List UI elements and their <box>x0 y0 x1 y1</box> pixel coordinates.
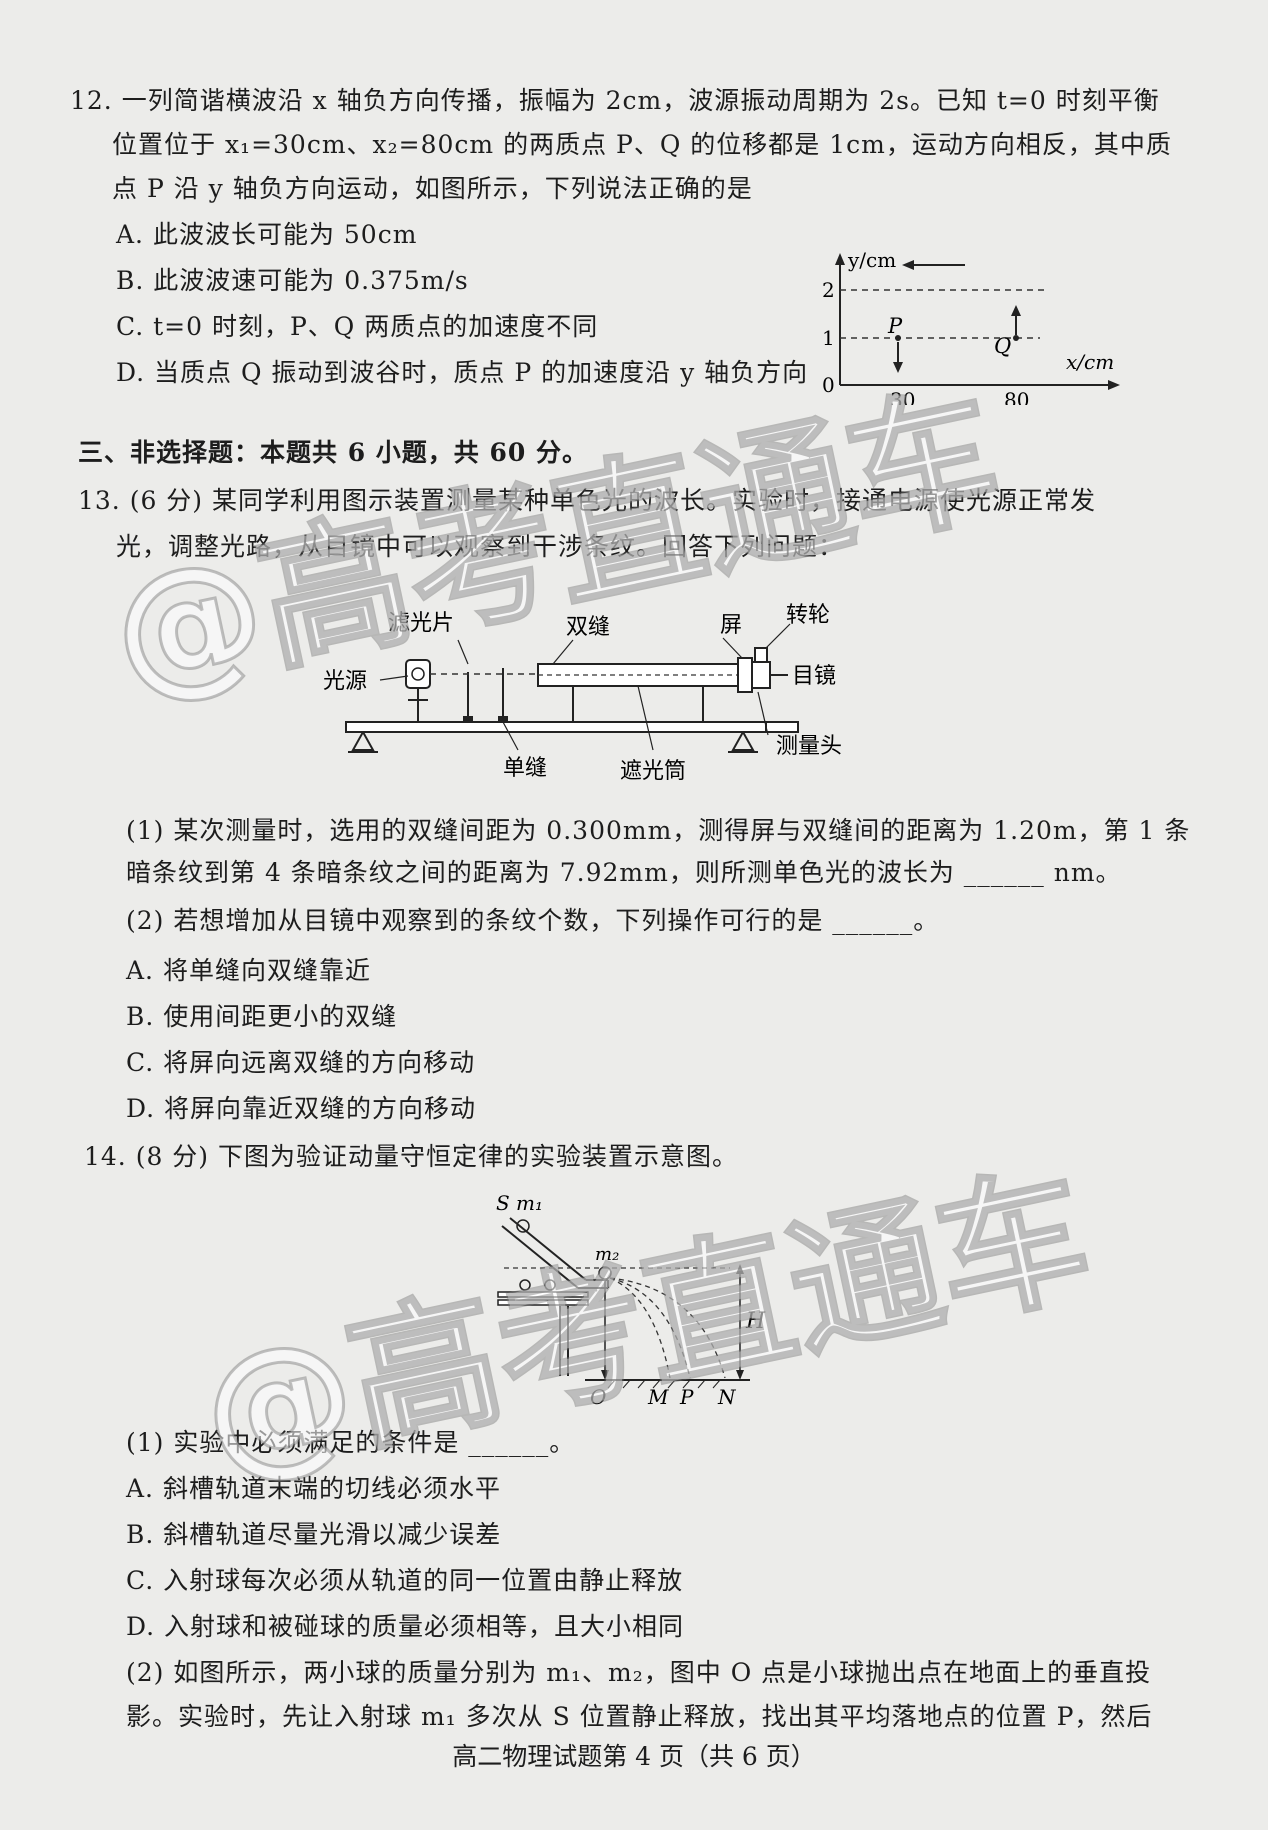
q14-option-a: A. 斜槽轨道末端的切线必须水平 <box>126 1474 501 1503</box>
q12-stem-line3: 点 P 沿 y 轴负方向运动，如图所示，下列说法正确的是 <box>112 174 753 203</box>
q12-tick-2: 2 <box>822 278 835 302</box>
q12-option-c: C. t=0 时刻，P、Q 两质点的加速度不同 <box>116 312 599 341</box>
q14-option-c: C. 入射球每次必须从轨道的同一位置由静止释放 <box>126 1566 684 1595</box>
q14-label-n: N <box>717 1385 737 1408</box>
q14-option-d: D. 入射球和被碰球的质量必须相等，且大小相同 <box>126 1612 685 1641</box>
q14-label-h: H <box>745 1309 766 1334</box>
q13-stem-line2: 光，调整光路，从目镜中可以观察到干涉条纹。回答下列问题： <box>116 532 845 561</box>
q12-label-p: P <box>887 314 903 338</box>
q14-label-s: S <box>496 1191 510 1215</box>
section-3-heading: 三、非选择题：本题共 6 小题，共 60 分。 <box>78 438 589 467</box>
q12-wave-figure: y/cm x/cm 2 1 0 30 80 P Q <box>822 248 1120 405</box>
q14-part2-line1: (2) 如图所示，两小球的质量分别为 m₁、m₂，图中 O 点是小球抛出点在地面… <box>126 1658 1152 1687</box>
q13-part1-line2: 暗条纹到第 4 条暗条纹之间的距离为 7.92mm，则所测单色光的波长为 ___… <box>126 858 1122 887</box>
q14-label-m1: m₁ <box>516 1191 543 1215</box>
q14-label-p: P <box>679 1385 694 1408</box>
q12-tick-30: 30 <box>890 388 915 405</box>
q14-label-o: O <box>590 1385 606 1408</box>
q13-label-source: 光源 <box>323 669 367 694</box>
q12-option-d: D. 当质点 Q 振动到波谷时，质点 P 的加速度沿 y 轴负方向 <box>116 358 809 387</box>
q13-part1-line1: (1) 某次测量时，选用的双缝间距为 0.300mm，测得屏与双缝间的距离为 1… <box>126 816 1191 845</box>
page-footer: 高二物理试题第 4 页（共 6 页） <box>452 1742 816 1771</box>
q12-tick-1: 1 <box>822 326 835 350</box>
q12-stem-line1: 12. 一列简谐横波沿 x 轴负方向传播，振幅为 2cm，波源振动周期为 2s。… <box>70 86 1160 115</box>
q12-y-axis-label: y/cm <box>847 248 896 272</box>
q14-apparatus-figure: S m₁ m₂ H O M P N <box>496 1191 766 1408</box>
q12-stem-line2: 位置位于 x₁=30cm、x₂=80cm 的两质点 P、Q 的位移都是 1cm，… <box>112 130 1172 159</box>
q14-part2-line2: 影。实验时，先让入射球 m₁ 多次从 S 位置静止释放，找出其平均落地点的位置 … <box>126 1702 1153 1731</box>
q14-label-m: M <box>647 1385 669 1408</box>
q13-option-a: A. 将单缝向双缝靠近 <box>126 956 371 985</box>
q13-apparatus-figure: 滤光片 双缝 屏 转轮 光源 目镜 单缝 遮光筒 测量头 <box>323 603 842 784</box>
q13-option-b: B. 使用间距更小的双缝 <box>126 1002 398 1031</box>
q13-label-single-slit: 单缝 <box>503 756 547 781</box>
q12-option-a: A. 此波波长可能为 50cm <box>116 220 418 249</box>
q12-x-axis-label: x/cm <box>1066 350 1114 374</box>
q14-label-m2: m₂ <box>595 1244 619 1265</box>
q12-label-q: Q <box>994 334 1011 358</box>
q12-tick-0: 0 <box>822 373 835 397</box>
q13-label-screen: 屏 <box>720 613 742 638</box>
q14-option-b: B. 斜槽轨道尽量光滑以减少误差 <box>126 1520 502 1549</box>
q14-part1: (1) 实验中必须满足的条件是 ______。 <box>126 1428 576 1457</box>
q13-option-d: D. 将屏向靠近双缝的方向移动 <box>126 1094 477 1123</box>
q13-label-eyepiece: 目镜 <box>792 664 836 689</box>
q13-stem-line1: 13. (6 分) 某同学利用图示装置测量某种单色光的波长。实验时，接通电源使光… <box>78 486 1097 515</box>
q13-label-measure-head: 测量头 <box>776 734 842 759</box>
q12-tick-80: 80 <box>1004 388 1029 405</box>
q14-stem: 14. (8 分) 下图为验证动量守恒定律的实验装置示意图。 <box>84 1142 739 1171</box>
q13-label-filter: 滤光片 <box>388 611 454 636</box>
q13-label-double-slit: 双缝 <box>566 615 610 640</box>
q12-option-b: B. 此波波速可能为 0.375m/s <box>116 266 469 295</box>
q13-option-c: C. 将屏向远离双缝的方向移动 <box>126 1048 476 1077</box>
q13-label-tube: 遮光筒 <box>620 759 686 784</box>
q13-label-wheel: 转轮 <box>786 603 830 628</box>
q13-part2: (2) 若想增加从目镜中观察到的条纹个数，下列操作可行的是 ______。 <box>126 906 940 935</box>
